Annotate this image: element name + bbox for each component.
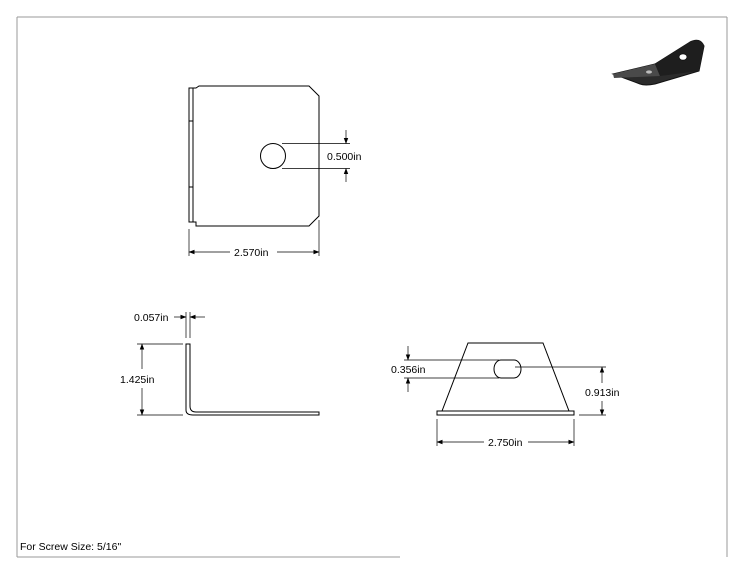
front-width-dimension: 2.750in (436, 419, 575, 449)
side-view-profile (185, 343, 320, 416)
top-width-label: 2.570in (234, 247, 269, 259)
thickness-dimension: 0.057in (134, 312, 205, 338)
bracket-3d-preview-icon (611, 39, 705, 86)
side-view: 0.057in 1.425in (120, 312, 320, 416)
side-height-dimension: 1.425in (120, 343, 183, 416)
thickness-label: 0.057in (134, 312, 169, 324)
slot-height-label: 0.356in (391, 364, 426, 376)
front-view: 0.356in 0.913in 2.750in (391, 342, 620, 449)
top-view: 0.500in 2.570in (188, 85, 362, 259)
top-width-dimension: 2.570in (188, 220, 320, 259)
screw-size-note: For Screw Size: 5/16" (20, 541, 121, 553)
front-height-label: 0.913in (585, 387, 620, 399)
front-width-label: 2.750in (488, 437, 523, 449)
side-height-label: 1.425in (120, 374, 155, 386)
hole-diameter-dimension: 0.500in (282, 130, 362, 182)
front-view-outline (436, 342, 575, 416)
hole-diameter-label: 0.500in (327, 151, 362, 163)
sheet-border (16, 16, 728, 558)
slot-height-dimension: 0.356in (391, 346, 499, 392)
top-view-outline (188, 85, 320, 227)
front-height-dimension: 0.913in (515, 366, 620, 416)
